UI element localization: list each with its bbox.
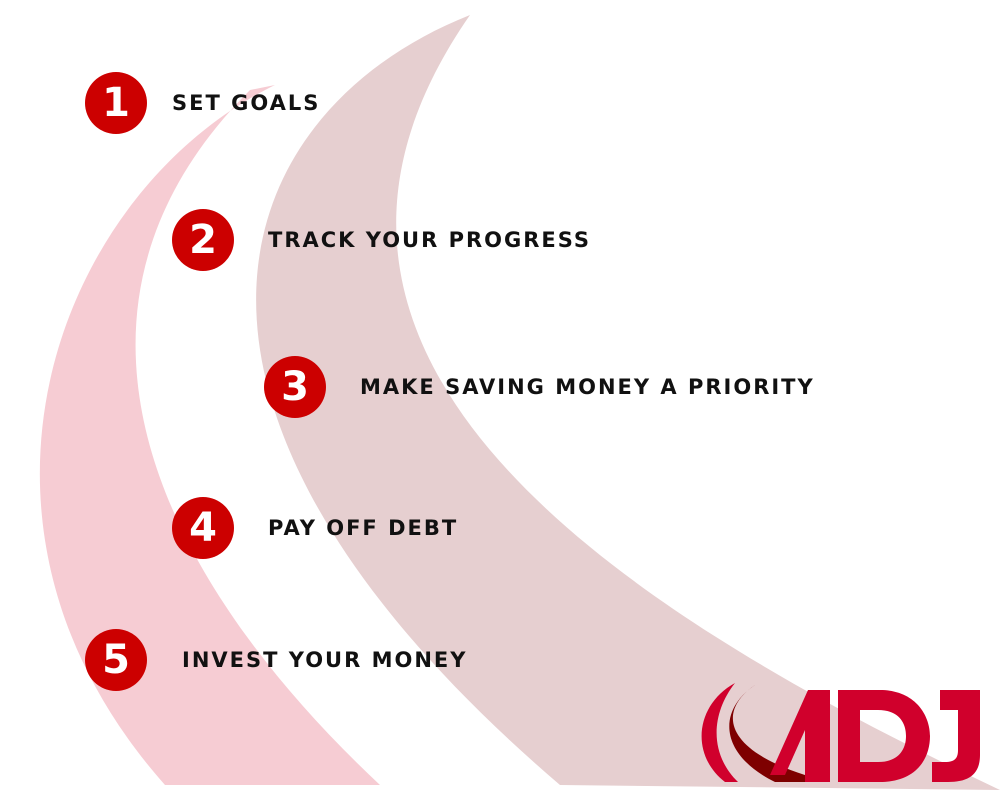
step-1: 1 SET GOALS — [85, 72, 318, 134]
step-label: PAY OFF DEBT — [268, 516, 459, 540]
step-number-badge: 2 — [172, 209, 234, 271]
logo-letter-j — [932, 690, 980, 782]
step-number-badge: 5 — [85, 629, 147, 691]
step-5: 5 INVEST YOUR MONEY — [85, 629, 465, 691]
logo-swoosh-dark — [729, 683, 830, 782]
step-number-badge: 1 — [85, 72, 147, 134]
mauve-swoosh — [256, 15, 1000, 790]
step-2: 2 TRACK YOUR PROGRESS — [172, 209, 589, 271]
logo-letter-d — [838, 690, 930, 782]
step-number-badge: 3 — [264, 356, 326, 418]
logo-swoosh-light — [701, 683, 738, 782]
step-label: SET GOALS — [172, 91, 321, 115]
step-4: 4 PAY OFF DEBT — [172, 497, 456, 559]
step-label: MAKE SAVING MONEY A PRIORITY — [360, 375, 815, 399]
step-label: INVEST YOUR MONEY — [182, 648, 468, 672]
step-3: 3 MAKE SAVING MONEY A PRIORITY — [264, 356, 813, 418]
light-pink-swoosh — [39, 85, 380, 785]
step-label: TRACK YOUR PROGRESS — [268, 228, 592, 252]
mdj-logo — [701, 683, 980, 782]
logo-letter-m — [770, 690, 830, 782]
step-number-badge: 4 — [172, 497, 234, 559]
